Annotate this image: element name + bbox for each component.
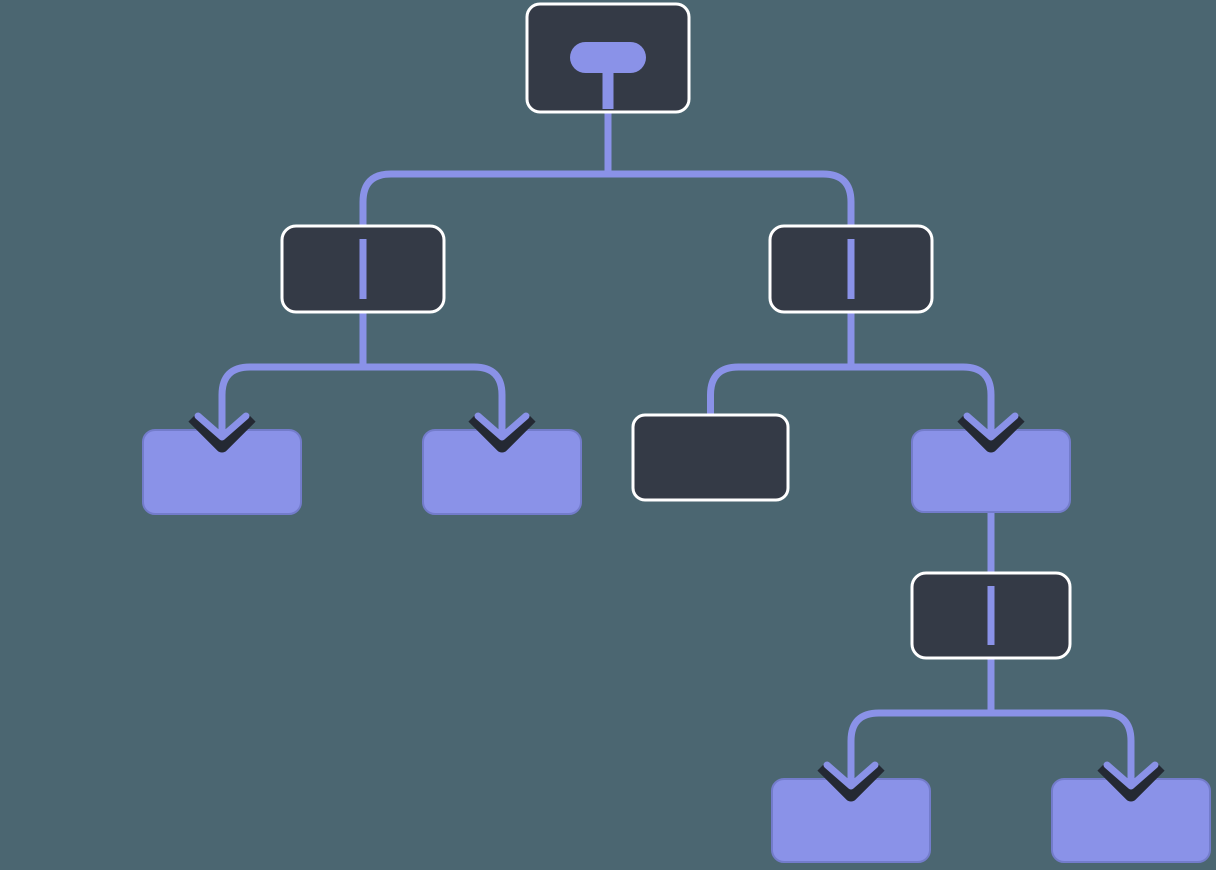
arrow-head-icon <box>474 412 530 441</box>
arrow-dark-chevron-icon <box>957 412 1025 453</box>
root-pill-stem <box>602 70 614 109</box>
arrow-dark-chevron-icon <box>188 412 256 453</box>
arrow-head-icon <box>194 412 250 441</box>
branch-node-left[interactable] <box>280 224 446 314</box>
arrow-head-icon <box>963 412 1019 441</box>
arrow-markers-layer <box>188 410 1165 802</box>
nodes-layer <box>142 2 1211 863</box>
arrow-marker <box>817 759 885 802</box>
branch-node-bottom[interactable] <box>910 571 1072 660</box>
connector-line <box>707 363 995 418</box>
connector-line <box>847 709 1135 767</box>
connector-line <box>218 363 506 418</box>
arrow-head-icon <box>1103 761 1159 790</box>
arrow-dark-chevron-icon <box>817 761 885 802</box>
plain-dark-node-box[interactable] <box>631 413 790 502</box>
arrow-marker <box>468 410 536 453</box>
arrow-marker <box>1097 759 1165 802</box>
arrow-dark-chevron-icon <box>468 412 536 453</box>
connector-line <box>359 170 855 228</box>
root-node[interactable] <box>525 2 691 114</box>
root-pill-icon <box>570 42 646 109</box>
arrow-marker <box>188 410 256 453</box>
root-pill-shape <box>570 42 646 73</box>
arrow-dark-chevron-icon <box>1097 761 1165 802</box>
branch-node-right[interactable] <box>768 224 934 314</box>
plain-dark-node[interactable] <box>631 413 790 502</box>
connector-lines-layer <box>218 112 1135 767</box>
arrow-marker <box>957 410 1025 453</box>
arrow-head-icon <box>823 761 879 790</box>
